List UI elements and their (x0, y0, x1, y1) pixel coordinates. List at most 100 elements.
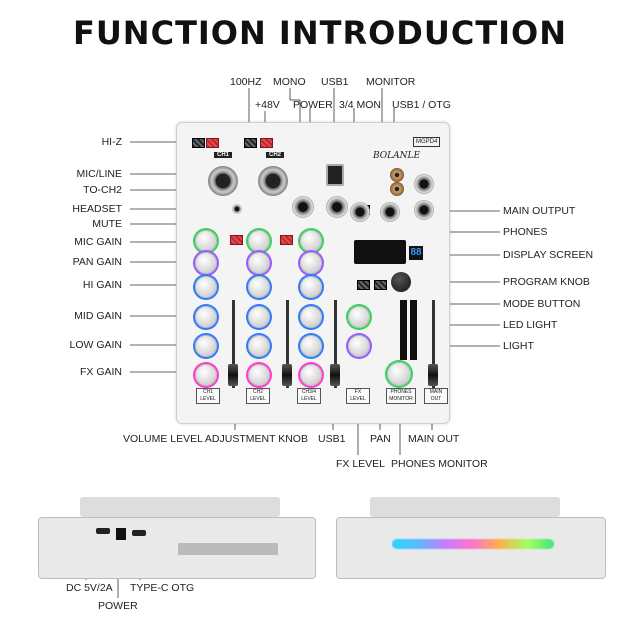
power-switch[interactable] (116, 528, 126, 540)
display-screen (354, 240, 406, 264)
fx-return-knob[interactable] (348, 306, 370, 328)
label-display-screen: DISPLAY SCREEN (503, 249, 594, 261)
mid-knob-ch34[interactable] (300, 306, 322, 328)
phantom-48v-switch[interactable] (260, 138, 273, 148)
mid-knob-ch2[interactable] (248, 306, 270, 328)
fader-slot-main (432, 300, 435, 388)
program-knob[interactable] (391, 272, 411, 292)
rgb-light-strip (392, 539, 554, 549)
hi-knob-ch2[interactable] (248, 276, 270, 298)
fx-knob-ch1[interactable] (195, 364, 217, 386)
fx-knob-ch34[interactable] (300, 364, 322, 386)
model-badge: MGPD4 (413, 137, 441, 147)
fx-pan-knob[interactable] (348, 335, 370, 357)
back-knobs-row (80, 497, 280, 517)
label-fx-level: FX LEVEL (336, 458, 386, 470)
low-knob-ch1[interactable] (195, 335, 217, 357)
label-low-gain: LOW GAIN (69, 339, 122, 351)
label-monitor: MONITOR (366, 76, 416, 88)
hz-filter-switch[interactable] (244, 138, 257, 148)
led-meter-right (410, 300, 417, 360)
monitor-rca-l[interactable] (390, 168, 404, 182)
fader-slot-ch1 (232, 300, 235, 388)
fx-knob-ch2[interactable] (248, 364, 270, 386)
main-output-l-jack[interactable] (414, 174, 434, 194)
label-mode-button: MODE BUTTON (503, 298, 581, 310)
fader-ch34[interactable] (330, 364, 340, 386)
fader-ch2[interactable] (282, 364, 292, 386)
xlr-combo-ch2[interactable] (258, 166, 288, 196)
label-phones: PHONES (503, 226, 548, 238)
fader-slot-ch34 (334, 300, 337, 388)
label-typec-otg: TYPE-C OTG (130, 582, 195, 594)
headset-jack[interactable] (232, 204, 242, 214)
ch34-level-label: CH3/4 LEVEL (297, 388, 321, 404)
usb1-port[interactable] (326, 164, 344, 186)
label-34-mon: 3/4 MON (339, 99, 382, 111)
label-phones-monitor: PHONES MONITOR (391, 458, 488, 470)
label-pan-gain: PAN GAIN (72, 256, 122, 268)
gain-knob-ch34[interactable] (300, 230, 322, 252)
label-main-output: MAIN OUTPUT (503, 205, 576, 217)
ch2-level-label: CH2 LEVEL (246, 388, 270, 404)
label-power-top: POWER (293, 99, 333, 111)
label-program-knob: PROGRAM KNOB (503, 276, 590, 288)
label-100hz: 100HZ (230, 76, 262, 88)
led-meter-left (400, 300, 407, 360)
phones-jack[interactable] (380, 202, 400, 222)
label-led-light: LED LIGHT (503, 319, 558, 331)
brand-logo: BOLANLE (373, 151, 421, 161)
mute-ch1-button[interactable] (230, 235, 243, 245)
mic-gain-knob-ch1[interactable] (195, 230, 217, 252)
caution-label (178, 543, 278, 555)
label-usb1-bottom: USB1 (318, 433, 346, 445)
label-fx-gain: FX GAIN (79, 366, 122, 378)
label-mono: MONO (273, 76, 306, 88)
ch34-mon-jack[interactable] (350, 202, 370, 222)
pan-knob-ch2[interactable] (248, 252, 270, 274)
phones-monitor-knob[interactable] (387, 362, 411, 386)
label-mic-line: MIC/LINE (76, 168, 122, 180)
fader-main-out[interactable] (428, 364, 438, 386)
mic-gain-knob-ch2[interactable] (248, 230, 270, 252)
front-knobs-row (370, 497, 560, 517)
main-output-r-jack[interactable] (414, 200, 434, 220)
label-to-ch2: TO-CH2 (83, 184, 122, 196)
program-readout: 88 (409, 246, 423, 260)
mid-knob-ch1[interactable] (195, 306, 217, 328)
phantom-ch1-switch[interactable] (206, 138, 219, 148)
led-button[interactable] (357, 280, 370, 290)
label-hi-z: HI-Z (101, 136, 122, 148)
low-knob-ch34[interactable] (300, 335, 322, 357)
mixer-front-view (336, 517, 606, 579)
label-48v: +48V (255, 99, 280, 111)
label-pan: PAN (370, 433, 391, 445)
label-power-back: POWER (98, 600, 138, 612)
mode-button[interactable] (374, 280, 387, 290)
fader-ch1[interactable] (228, 364, 238, 386)
label-mute: MUTE (92, 218, 122, 230)
hi-knob-ch1[interactable] (195, 276, 217, 298)
label-mic-gain: MIC GAIN (74, 236, 122, 248)
low-knob-ch2[interactable] (248, 335, 270, 357)
monitor-rca-r[interactable] (390, 182, 404, 196)
typec-otg-port[interactable] (132, 530, 146, 536)
page-title: FUNCTION INTRODUCTION (72, 14, 568, 52)
fader-slot-ch2 (286, 300, 289, 388)
hi-z-switch[interactable] (192, 138, 205, 148)
mono-jack[interactable] (292, 196, 314, 218)
label-main-out: MAIN OUT (408, 433, 460, 445)
ch1-level-label: CH1 LEVEL (196, 388, 220, 404)
label-mid-gain: MID GAIN (74, 310, 122, 322)
label-light: LIGHT (503, 340, 534, 352)
ch2-tag: CH2 (266, 152, 285, 158)
pan-knob-ch1[interactable] (195, 252, 217, 274)
dc-typec-port[interactable] (96, 528, 110, 534)
label-hi-gain: HI GAIN (82, 279, 122, 291)
pan-knob-ch34[interactable] (300, 252, 322, 274)
mono-jack-2[interactable] (326, 196, 348, 218)
hi-knob-ch34[interactable] (300, 276, 322, 298)
main-out-label: MAIN OUT (424, 388, 448, 404)
mute-ch2-button[interactable] (280, 235, 293, 245)
xlr-combo-ch1[interactable] (208, 166, 238, 196)
